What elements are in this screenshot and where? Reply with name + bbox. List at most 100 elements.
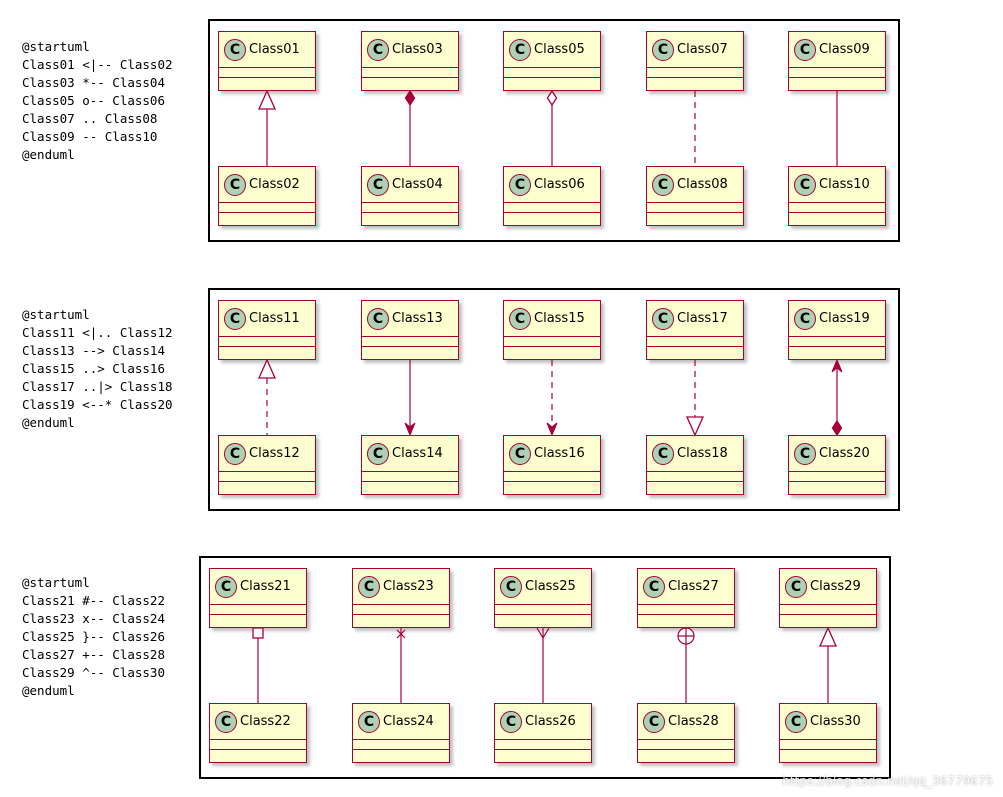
class-attributes-compartment (780, 740, 876, 750)
class-c-icon: C (215, 575, 237, 598)
class-c-icon: C (367, 442, 389, 465)
class-c-icon: C (785, 710, 807, 733)
code-line: Class09 -- Class10 (22, 129, 158, 144)
class-c-icon: C (794, 38, 816, 61)
class-attributes-compartment (210, 605, 306, 615)
code-line: Class03 *-- Class04 (22, 75, 165, 90)
class-name: Class20 (819, 446, 870, 461)
code-line: Class21 #-- Class22 (22, 593, 165, 608)
class-name: Class22 (240, 714, 291, 729)
code-line: Class17 ..|> Class18 (22, 379, 173, 394)
class-name: Class13 (392, 311, 443, 326)
class-c-icon: C (215, 710, 237, 733)
class-name: Class15 (534, 311, 585, 326)
class-name: Class03 (392, 42, 443, 57)
class-name: Class04 (392, 177, 443, 192)
class-name: Class19 (819, 311, 870, 326)
code-line: Class19 <--* Class20 (22, 397, 173, 412)
class-attributes-compartment (638, 605, 734, 615)
class-name: Class16 (534, 446, 585, 461)
code-line: Class23 x-- Class24 (22, 611, 165, 626)
class-attributes-compartment (647, 203, 743, 213)
class-c-icon: C (358, 710, 380, 733)
class-c-icon: C (794, 442, 816, 465)
class-name: Class12 (249, 446, 300, 461)
class-attributes-compartment (647, 68, 743, 78)
class-attributes-compartment (219, 337, 315, 347)
code-line: Class05 o-- Class06 (22, 93, 165, 108)
code-line: Class29 ^-- Class30 (22, 665, 165, 680)
class-c-icon: C (509, 442, 531, 465)
code-line: Class27 +-- Class28 (22, 647, 165, 662)
class-attributes-compartment (789, 472, 885, 482)
class-attributes-compartment (362, 203, 458, 213)
class-attributes-compartment (219, 472, 315, 482)
class-attributes-compartment (219, 203, 315, 213)
class-c-icon: C (652, 307, 674, 330)
class-c-icon: C (500, 710, 522, 733)
class-attributes-compartment (504, 337, 600, 347)
class-name: Class23 (383, 579, 434, 594)
class-name: Class26 (525, 714, 576, 729)
class-name: Class07 (677, 42, 728, 57)
class-name: Class18 (677, 446, 728, 461)
class-name: Class05 (534, 42, 585, 57)
class-c-icon: C (367, 307, 389, 330)
class-c-icon: C (367, 173, 389, 196)
class-attributes-compartment (789, 337, 885, 347)
class-c-icon: C (367, 38, 389, 61)
class-name: Class25 (525, 579, 576, 594)
class-attributes-compartment (219, 68, 315, 78)
class-name: Class11 (249, 311, 300, 326)
code-line: Class25 }-- Class26 (22, 629, 165, 644)
class-c-icon: C (224, 38, 246, 61)
code-line: @enduml (22, 683, 75, 698)
class-name: Class01 (249, 42, 300, 57)
class-c-icon: C (358, 575, 380, 598)
class-attributes-compartment (647, 472, 743, 482)
class-c-icon: C (794, 173, 816, 196)
